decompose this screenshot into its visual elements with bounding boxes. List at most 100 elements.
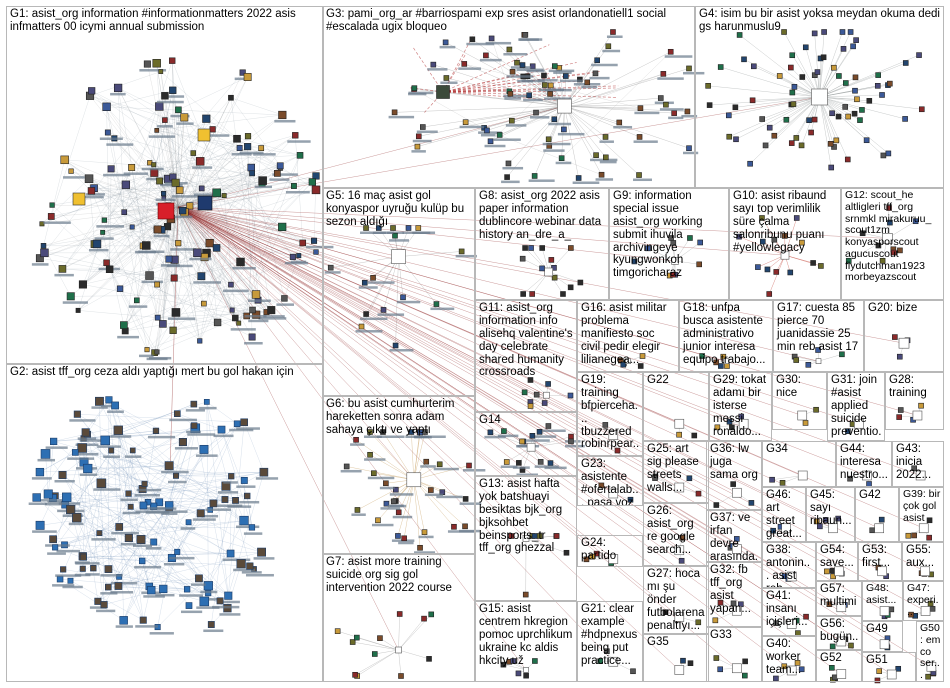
g9-node	[670, 240, 677, 246]
g2-node-label	[89, 606, 107, 609]
g1-edge	[164, 95, 179, 208]
g28-node	[897, 407, 904, 413]
g56-hub-node	[836, 636, 847, 647]
g1-node-label	[103, 173, 131, 177]
g1-edge	[132, 181, 313, 228]
g47-hub-node	[920, 606, 931, 616]
g2-edge	[99, 401, 105, 605]
g3-node	[469, 36, 476, 43]
g2-edge	[163, 522, 189, 589]
group-box-g25: G25: art sig please streets walls...	[643, 441, 709, 503]
group-label-g32: G32: fb tff_org asist yapan...	[710, 564, 751, 615]
g17-edge	[796, 359, 819, 362]
g23-node	[598, 482, 605, 489]
g4-node	[828, 164, 835, 171]
g2-node	[125, 490, 132, 497]
g2-edge	[128, 493, 201, 514]
g1-node-label	[139, 354, 154, 358]
g1-node	[236, 320, 242, 326]
g3-edge	[564, 105, 597, 156]
g6-edge	[403, 479, 415, 539]
g6-node	[354, 507, 361, 513]
g3-node	[603, 154, 609, 161]
g2-node	[95, 396, 104, 406]
g2-edge	[123, 449, 205, 621]
g5-node-label	[387, 231, 404, 234]
g41-node	[773, 620, 779, 627]
g3-node	[484, 127, 490, 134]
g2-node-label	[223, 481, 238, 484]
g4-node	[863, 137, 870, 144]
g2-edge	[77, 414, 245, 423]
g2-node	[185, 519, 192, 526]
g3-edge	[564, 46, 609, 107]
group-box-g47: G47: experi...	[903, 581, 944, 621]
g1-edge	[119, 252, 198, 289]
group-box-g43: G43: inicia 2022...	[892, 441, 944, 487]
g2-node-label	[52, 584, 75, 587]
g11-node	[567, 392, 574, 399]
group-box-g18: G18: unfpa busca asistente administrativ…	[679, 300, 773, 372]
g14-edge	[490, 432, 532, 448]
g2-node	[104, 565, 113, 573]
g18-node	[699, 353, 705, 359]
g1-edge	[41, 147, 240, 224]
g30-hub-node	[797, 410, 808, 421]
g13-node	[522, 591, 529, 598]
group-box-g38: G38: antonin... asist reb...	[762, 542, 816, 588]
g19-hub-node	[608, 430, 619, 440]
g3-red-edge	[442, 91, 557, 93]
intergroup-edge	[177, 206, 803, 476]
g4-node	[802, 44, 809, 51]
g1-node	[153, 225, 162, 234]
g33-node	[742, 672, 748, 679]
g2-edge	[36, 399, 110, 498]
g45-hub-node	[828, 523, 838, 534]
g3-node	[637, 105, 644, 111]
g3-node-label	[572, 181, 600, 184]
g1-edge	[217, 155, 301, 323]
g1-node	[229, 307, 235, 313]
g1-edge	[109, 269, 239, 324]
g1-node	[244, 143, 252, 151]
g6-node-label	[424, 493, 443, 497]
g2-node-label	[246, 573, 274, 577]
g33-node	[717, 666, 724, 673]
g8-node	[577, 279, 584, 286]
g2-node	[190, 422, 198, 429]
g1-node-label	[43, 221, 71, 224]
g3-node-label	[602, 49, 621, 53]
intergroup-edge	[177, 206, 786, 256]
g1-node-label	[248, 299, 271, 302]
g2-edge	[177, 413, 222, 430]
g1-node-label	[171, 195, 200, 198]
g2-node	[221, 496, 229, 503]
g3-node-label	[589, 76, 610, 80]
g9-node	[687, 235, 693, 241]
g4-edge	[735, 96, 820, 108]
g4-node	[843, 80, 849, 86]
g1-node	[165, 255, 173, 263]
g1-edge	[251, 167, 285, 299]
g2-node-label	[44, 502, 62, 506]
g2-edge	[114, 405, 170, 466]
g2-node-label	[75, 562, 100, 565]
g4-node	[725, 112, 732, 119]
g27-hub-node	[674, 612, 685, 622]
g2-edge	[118, 551, 262, 587]
g1-node	[161, 92, 169, 100]
g2-node-label	[103, 455, 120, 458]
g2-edge	[83, 450, 112, 558]
g7-node	[398, 673, 404, 679]
g1-node	[154, 314, 161, 321]
g1-node	[169, 326, 177, 334]
g3-edge	[490, 105, 565, 142]
g2-node	[49, 535, 57, 544]
g2-node	[96, 478, 107, 489]
group-box-g5: G5: 16 maç asist gol konyaspor uyruğu ku…	[322, 188, 475, 396]
g4-node	[821, 29, 827, 35]
g4-node	[859, 107, 865, 113]
g4-node	[854, 96, 860, 103]
g2-node-label	[202, 514, 219, 518]
g1-node	[121, 180, 131, 189]
